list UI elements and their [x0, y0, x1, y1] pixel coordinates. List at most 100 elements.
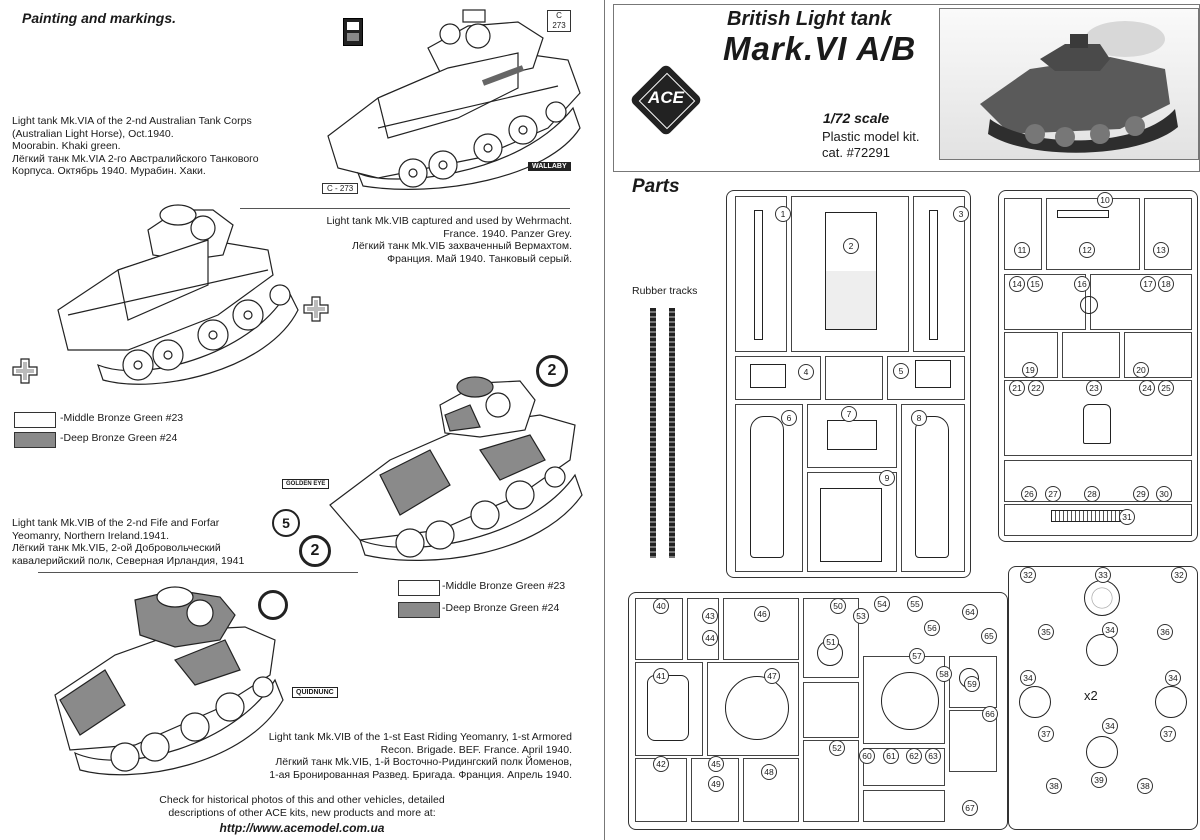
marking-2-label: 2	[310, 542, 320, 559]
part-number-21: 21	[1009, 380, 1025, 396]
legend-deep-bronze-green: -Deep Bronze Green #24	[442, 602, 560, 614]
part-number-33: 33	[1095, 567, 1111, 583]
part-number-9: 9	[879, 470, 895, 486]
swatch-deep-bronze-green	[398, 602, 440, 618]
part-drawing	[1083, 404, 1111, 444]
title-line-1: British Light tank	[727, 8, 892, 30]
part-number-35: 35	[1038, 624, 1054, 640]
part-number-48: 48	[761, 764, 777, 780]
part-number-34: 34	[1102, 622, 1118, 638]
part-number-29: 29	[1133, 486, 1149, 502]
right-page: ACE British Light tank Mark.VI A/B 1/72 …	[605, 0, 1200, 840]
part-cell	[735, 196, 787, 352]
part-cell	[743, 758, 799, 822]
part-cell	[735, 404, 803, 572]
part-number-23: 23	[1086, 380, 1102, 396]
part-cell	[803, 682, 859, 738]
roundel-icon	[258, 590, 288, 620]
part-number-36: 36	[1157, 624, 1173, 640]
catalog-number: cat. #72291	[822, 145, 890, 160]
part-number-19: 19	[1022, 362, 1038, 378]
kit-label: Plastic model kit.	[822, 129, 920, 144]
part-drawing	[725, 676, 789, 740]
part-number-38: 38	[1046, 778, 1062, 794]
x2-label: x2	[1084, 688, 1098, 703]
flash-marking-icon	[343, 18, 363, 46]
part-drawing	[825, 212, 877, 330]
part-number-2: 2	[843, 238, 859, 254]
part-number-45: 45	[708, 756, 724, 772]
part-number-40: 40	[653, 598, 669, 614]
marking-circle-2-bottom: 2	[299, 535, 331, 567]
marking-circle-5: 5	[272, 509, 300, 537]
marking-wallaby: WALLABY	[528, 162, 571, 171]
part-number-67: 67	[962, 800, 978, 816]
part-number-15: 15	[1027, 276, 1043, 292]
marking-box-c273-top: C 273	[547, 10, 571, 32]
rubber-track	[650, 308, 656, 558]
marking-2-label: 2	[547, 362, 557, 379]
part-number-44: 44	[702, 630, 718, 646]
part-drawing	[929, 210, 938, 340]
part-cell	[825, 356, 883, 400]
part-cell	[635, 758, 687, 822]
part-number-34: 34	[1020, 670, 1036, 686]
part-drawing	[1155, 686, 1187, 718]
part-number-64: 64	[962, 604, 978, 620]
rubber-tracks-label: Rubber tracks	[632, 285, 698, 297]
logo-text: ACE	[648, 88, 684, 107]
part-number-49: 49	[708, 776, 724, 792]
part-drawing	[750, 416, 784, 558]
parts-heading: Parts	[632, 176, 680, 197]
page-divider	[604, 0, 605, 840]
balkenkreuz-icon	[303, 296, 329, 322]
part-number-4: 4	[798, 364, 814, 380]
tank-illustration-east-riding	[54, 586, 284, 776]
part-cell	[1004, 198, 1042, 270]
part-number-17: 17	[1140, 276, 1156, 292]
swatch-middle-bronze-green	[398, 580, 440, 596]
part-number-37: 37	[1160, 726, 1176, 742]
ace-logo: ACE	[629, 63, 703, 137]
part-number-53: 53	[853, 608, 869, 624]
part-number-51: 51	[823, 634, 839, 650]
part-number-43: 43	[702, 608, 718, 624]
legend-middle-bronze-green: -Middle Bronze Green #23	[442, 580, 566, 592]
caption-mk-vib-wehrmacht: Light tank Mk.VIB captured and used by W…	[326, 215, 572, 265]
part-number-27: 27	[1045, 486, 1061, 502]
part-number-3: 3	[953, 206, 969, 222]
marking-quidnunc: QUIDNUNC	[292, 687, 338, 698]
legend-deep-bronze-green: -Deep Bronze Green #24	[60, 432, 178, 444]
part-cell	[1090, 274, 1192, 330]
part-number-46: 46	[754, 606, 770, 622]
part-number-39: 39	[1091, 772, 1107, 788]
part-number-50: 50	[830, 598, 846, 614]
part-number-24: 24	[1139, 380, 1155, 396]
part-number-18: 18	[1158, 276, 1174, 292]
part-number-14: 14	[1009, 276, 1025, 292]
part-number-1: 1	[775, 206, 791, 222]
part-cell	[913, 196, 965, 352]
caption-rule-2	[38, 572, 358, 573]
part-number-32: 32	[1020, 567, 1036, 583]
left-page: Painting and markings. C 273 C - 273 WAL…	[12, 9, 583, 835]
part-number-25: 25	[1158, 380, 1174, 396]
part-number-22: 22	[1028, 380, 1044, 396]
website-link[interactable]: http://www.acemodel.com.ua	[219, 821, 385, 835]
part-drawing	[1086, 736, 1118, 768]
marking-c-label: C	[556, 11, 562, 20]
painting-heading: Painting and markings.	[22, 10, 177, 26]
marking-golden-eye: GOLDEN EYE	[282, 479, 330, 489]
part-number-61: 61	[883, 748, 899, 764]
part-cell	[901, 404, 965, 572]
caption-rule-1	[240, 208, 570, 209]
part-drawing	[915, 416, 949, 558]
part-number-37: 37	[1038, 726, 1054, 742]
scale-label: 1/72 scale	[823, 110, 890, 126]
swatch-deep-bronze-green	[14, 432, 56, 448]
part-number-5: 5	[893, 363, 909, 379]
part-number-26: 26	[1021, 486, 1037, 502]
part-drawing	[1019, 686, 1051, 718]
balkenkreuz-icon	[12, 358, 38, 384]
